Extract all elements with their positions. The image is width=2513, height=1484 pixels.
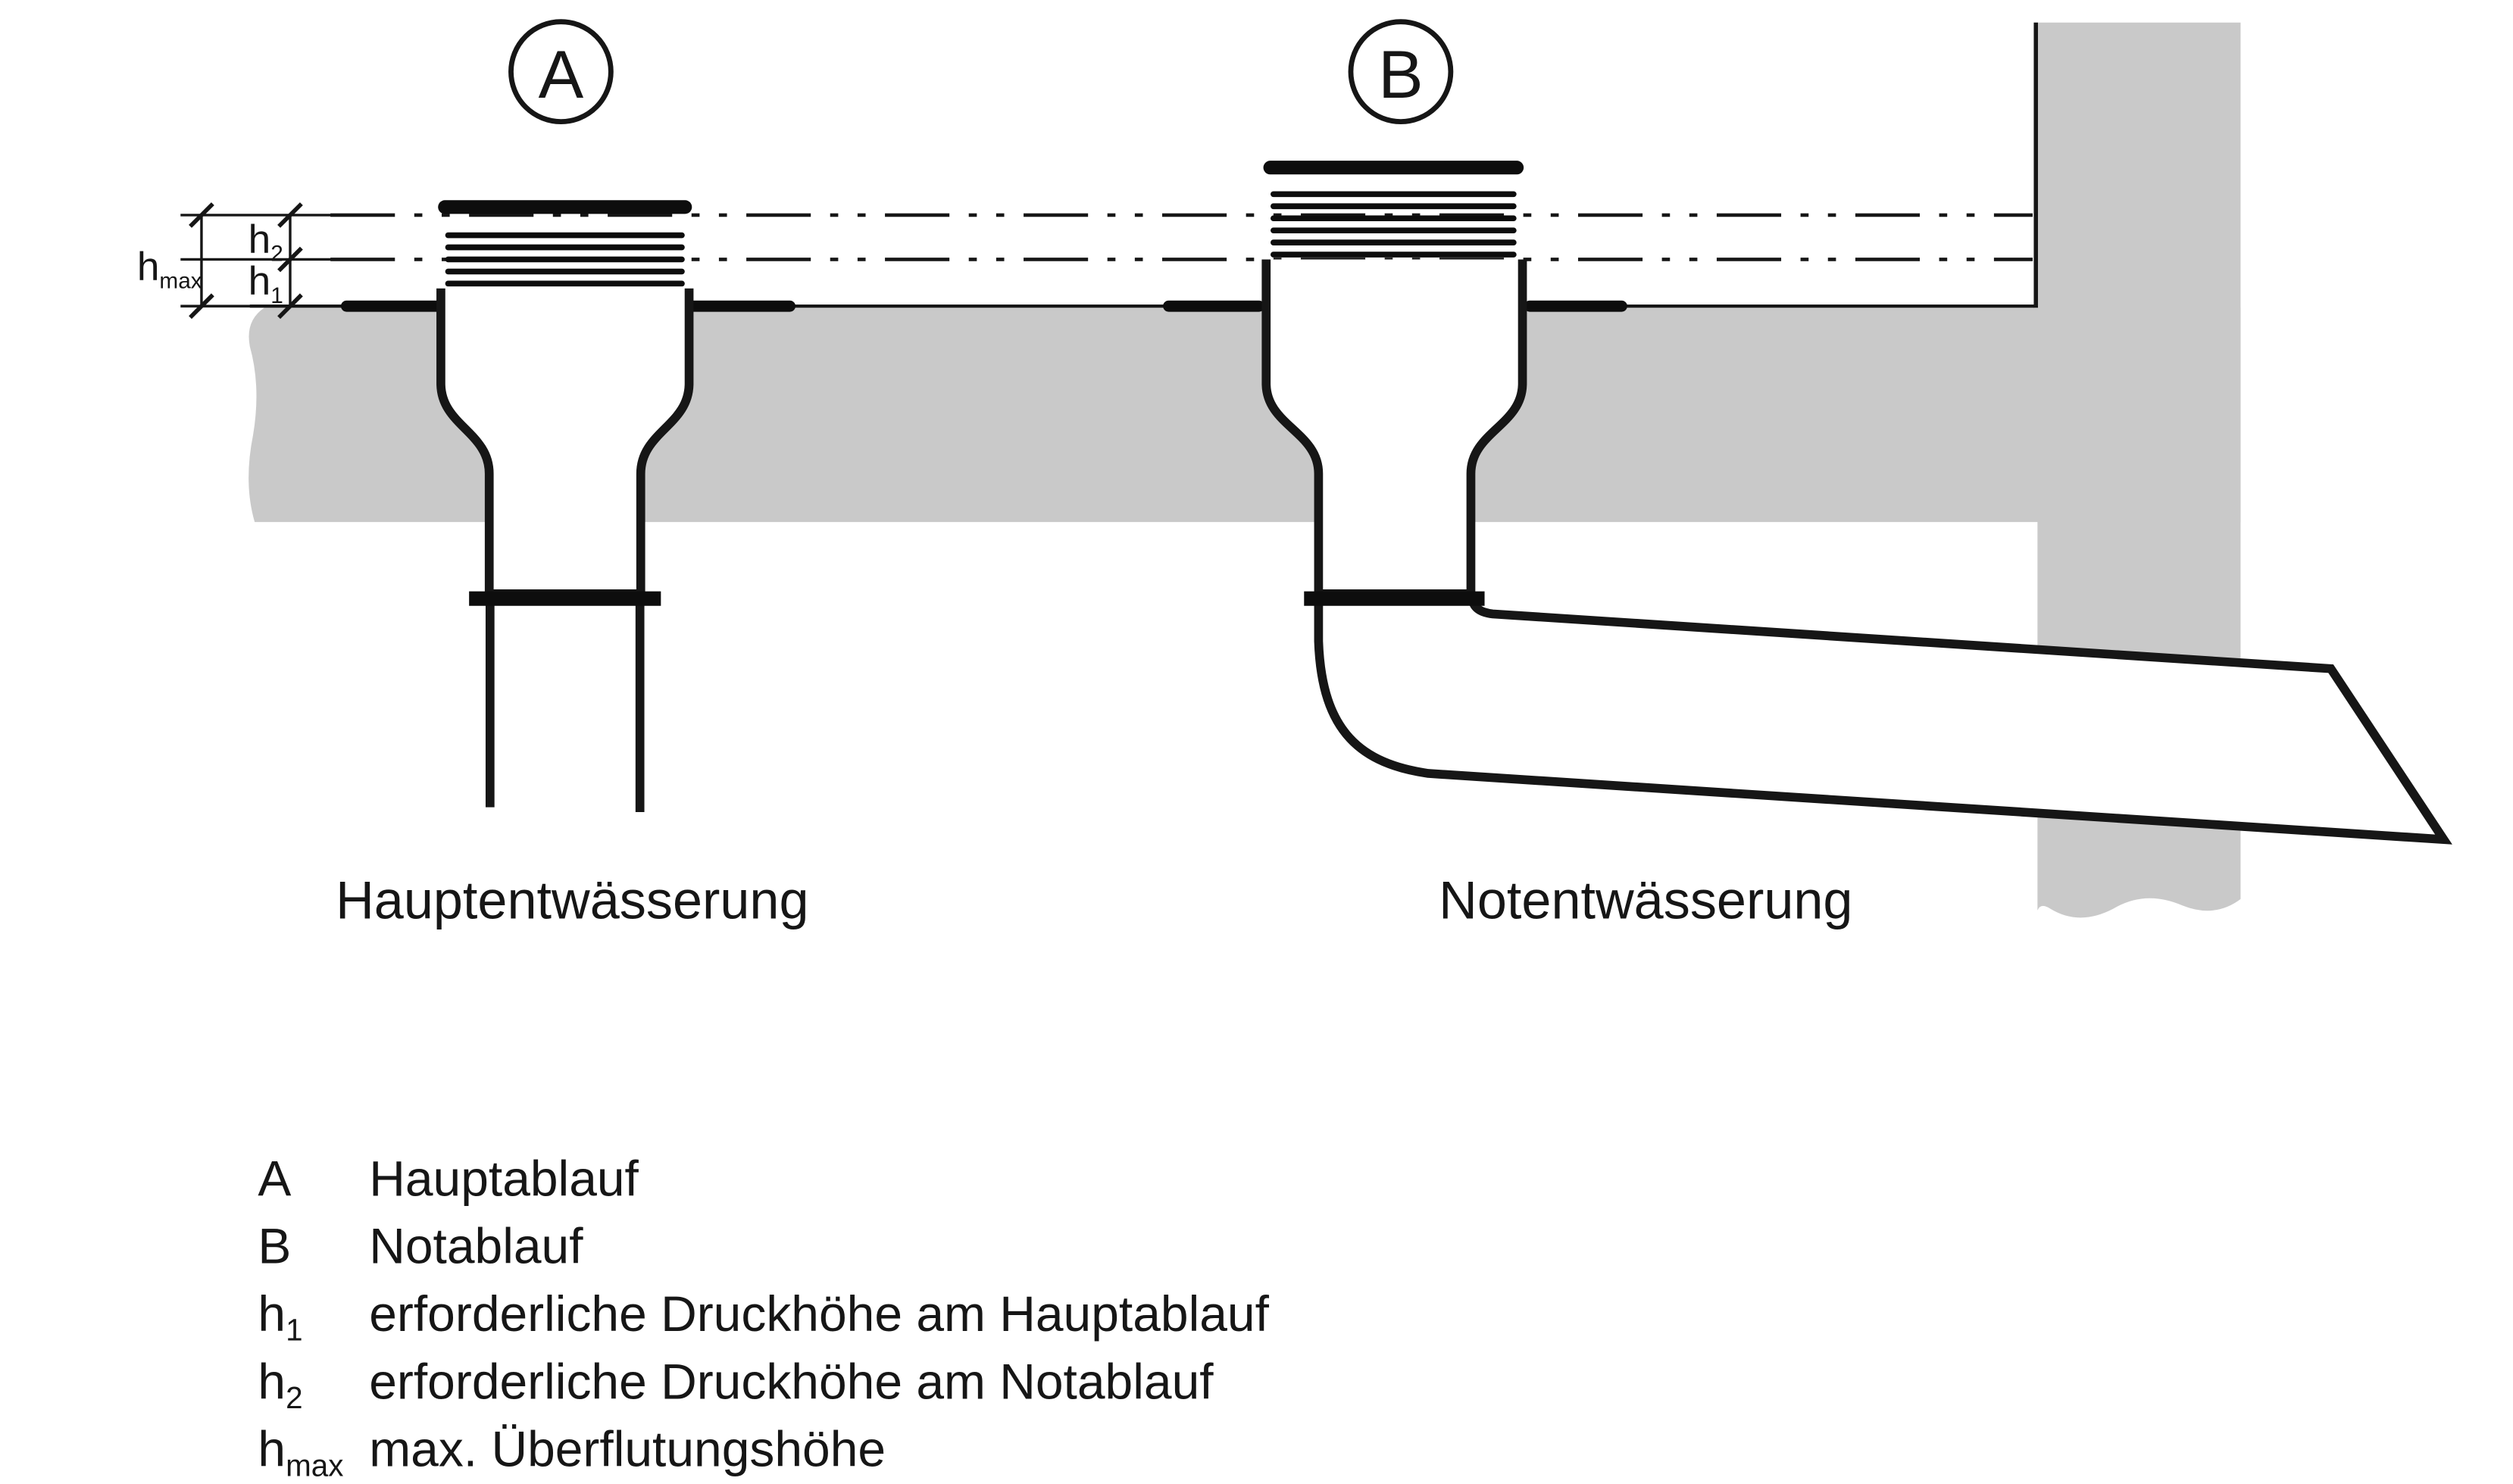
legend-desc: erforderliche Druckhöhe am Hauptablauf xyxy=(369,1286,1269,1342)
legend-symbol: h2 xyxy=(258,1353,302,1415)
emergency-drain-outlet xyxy=(1163,161,2452,845)
marker-a-circle xyxy=(508,19,614,124)
marker-b-letter: B xyxy=(1378,36,1424,112)
legend-symbol: A xyxy=(258,1150,291,1206)
caption-main-drain: Hauptentwässerung xyxy=(336,870,808,929)
caption-emergency-drain: Notentwässerung xyxy=(1439,870,1852,929)
h1-label: h1 xyxy=(248,259,283,308)
hmax-label: hmax xyxy=(137,245,202,294)
roof-slab xyxy=(248,308,2241,523)
drain-a-downpipe-fill xyxy=(486,599,643,811)
marker-b-circle xyxy=(1348,19,1454,124)
legend: A Hauptablauf B Notablauf h1 erforderlic… xyxy=(258,1150,1269,1482)
legend-symbol: h1 xyxy=(258,1286,302,1348)
legend-desc: erforderliche Druckhöhe am Notablauf xyxy=(369,1353,1214,1409)
dim-tick xyxy=(277,202,303,228)
legend-symbol: B xyxy=(258,1218,291,1274)
dim-tick xyxy=(189,293,214,319)
dim-tick xyxy=(277,246,303,273)
drain-b-spout-pipe xyxy=(1314,593,2452,845)
legend-symbol: hmax xyxy=(258,1421,343,1483)
marker-a-letter: A xyxy=(539,36,584,112)
drain-a-body xyxy=(436,288,694,598)
h2-label: h2 xyxy=(248,217,283,267)
dim-tick xyxy=(189,202,214,228)
dim-tick xyxy=(277,293,303,319)
marker-b: B xyxy=(1348,19,1454,124)
legend-desc: Hauptablauf xyxy=(369,1150,639,1206)
dimension-annotations: hmax h2 h1 xyxy=(137,202,303,319)
legend-desc: max. Überflutungshöhe xyxy=(369,1421,886,1477)
drain-b-body xyxy=(1261,259,1527,598)
marker-a: A xyxy=(508,19,614,124)
main-drain-outlet xyxy=(340,200,795,813)
legend-desc: Notablauf xyxy=(369,1218,583,1274)
